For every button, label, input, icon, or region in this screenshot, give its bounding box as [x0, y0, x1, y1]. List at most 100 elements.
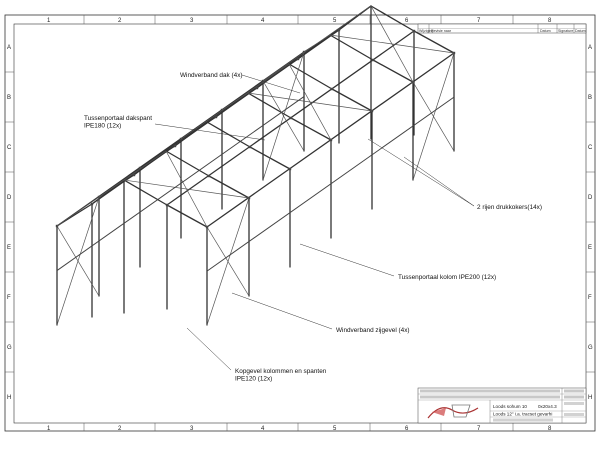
grid-row-markers — [5, 71, 595, 373]
company-logo — [427, 404, 479, 419]
row-label: D — [7, 195, 12, 201]
row-label: C — [588, 145, 593, 151]
col-label: 1 — [47, 18, 51, 24]
row-label: C — [7, 145, 12, 151]
connection-plate — [90, 202, 94, 206]
annotation-drukkokers: 2 rijen drukkokers(14x) — [477, 204, 542, 211]
annotation-tussenportaal-dakspant: Tussenportaal dakspant — [84, 115, 152, 122]
wall-brace — [56, 225, 100, 297]
revision-header: Datum — [575, 29, 586, 33]
roof-rafter — [329, 34, 374, 61]
connection-plate — [132, 173, 136, 177]
outer-frame — [4, 14, 596, 432]
col-label: 4 — [261, 18, 265, 24]
col-label: 4 — [261, 426, 265, 432]
col-label: 7 — [477, 426, 481, 432]
col-label: 7 — [477, 18, 481, 24]
roof-brace — [98, 179, 125, 198]
annotation-windverband-dak: Windverband dak (4x) — [180, 72, 243, 79]
roof-rafter — [331, 88, 373, 112]
connection-plate — [337, 28, 341, 32]
compression-strut-row — [56, 96, 305, 271]
wind-bracing — [56, 5, 455, 326]
roof-rafter — [166, 204, 208, 228]
connection-plate — [330, 87, 334, 91]
col-label: 5 — [333, 18, 337, 24]
roof-rafter — [208, 175, 250, 199]
connection-plate — [371, 58, 375, 62]
title-line-2: Loods 12" i.a. tracset gevarhi — [493, 412, 552, 417]
roof-rafter — [123, 179, 168, 206]
row-label: G — [7, 345, 12, 351]
title-line-1-right: 0x20x4.3 — [538, 404, 557, 409]
row-label: E — [7, 245, 11, 251]
roof-brace — [165, 150, 208, 228]
col-label: 1 — [47, 426, 51, 432]
col-label: 6 — [405, 18, 409, 24]
col-label: 8 — [548, 18, 552, 24]
connection-plate — [165, 203, 169, 207]
annotation-tussenportaal-kolom: Tussenportaal kolom IPE200 (12x) — [398, 274, 496, 281]
row-label: A — [7, 45, 11, 51]
connection-plate — [207, 174, 211, 178]
row-label: H — [7, 395, 11, 401]
roof-rafter — [247, 92, 292, 119]
title-line-1: Loods sohum 10 — [493, 404, 527, 409]
annotation-tussenportaal-dakspant-profile: IPE180 (12x) — [84, 123, 121, 130]
row-label: G — [588, 345, 593, 351]
roof-brace — [370, 5, 414, 83]
roof-brace — [221, 92, 249, 111]
row-label: A — [588, 45, 592, 51]
title-block-blurred-rows — [420, 389, 584, 399]
connection-plate — [288, 167, 292, 171]
roof-rafter — [290, 117, 332, 141]
roof-rafter — [370, 5, 415, 32]
revision-header: Revisie naar — [431, 29, 452, 33]
row-label: F — [7, 295, 11, 301]
connection-plate — [248, 145, 252, 149]
wall-brace — [262, 80, 305, 152]
grid-row-labels-right: A B C D E F G H — [588, 45, 593, 401]
wall-brace — [206, 226, 250, 297]
col-label: 8 — [548, 426, 552, 432]
col-label: 3 — [190, 18, 194, 24]
connection-plate — [138, 166, 142, 170]
grid-column-markers — [83, 15, 514, 431]
col-label: 3 — [190, 426, 194, 432]
row-label: E — [588, 245, 592, 251]
connection-plate — [173, 144, 177, 148]
connection-plate — [289, 116, 293, 120]
row-label: F — [588, 295, 592, 301]
compression-strut-row — [206, 96, 455, 272]
roof-rafter — [413, 30, 455, 54]
roof-rafter — [372, 59, 414, 83]
connection-plate — [412, 29, 416, 33]
connection-plate — [214, 115, 218, 119]
row-label: D — [588, 195, 593, 201]
annotation-kopgevel: Kopgevel kolommen en spanten — [235, 368, 327, 375]
steel-hall-structure — [55, 5, 456, 326]
wall-brace — [412, 81, 455, 152]
title-block: Loods sohum 10 0x20x4.3 Loods 12" i.a. t… — [417, 387, 587, 424]
grid-row-labels-left: A B C D E F G H — [7, 45, 12, 401]
connection-plate — [255, 86, 259, 90]
roof-rafter — [165, 150, 210, 177]
grid-column-labels-top: 1 2 3 4 5 6 7 8 — [47, 18, 552, 24]
col-label: 5 — [333, 426, 337, 432]
row-label: B — [7, 95, 11, 101]
annotation-kopgevel-profile: IPE120 (12x) — [235, 376, 272, 383]
leader-lines — [154, 74, 475, 371]
roof-rafter — [288, 63, 333, 90]
revision-block: Wijziging Revisie naar Datum Signature D… — [417, 23, 587, 34]
row-label: H — [588, 395, 592, 401]
col-label: 2 — [118, 18, 122, 24]
row-label: B — [588, 95, 592, 101]
roof-brace — [288, 63, 332, 141]
connection-plate — [296, 57, 300, 61]
compression-struts — [56, 96, 455, 272]
roof-brace — [303, 34, 331, 53]
col-label: 2 — [118, 426, 122, 432]
revision-header: Datum — [540, 29, 551, 33]
